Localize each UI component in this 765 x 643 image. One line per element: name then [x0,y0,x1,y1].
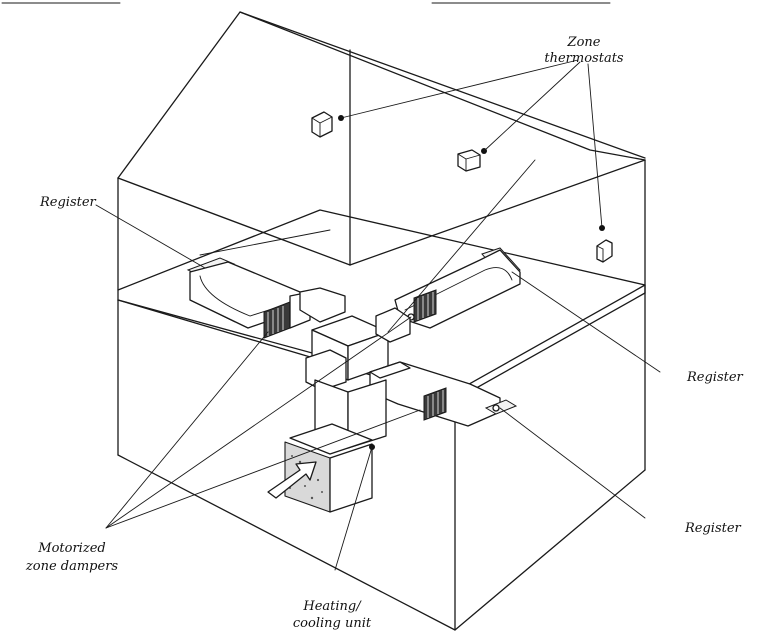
label-register-right-lower: Register [684,521,742,536]
right-lower-damper [423,387,447,421]
thermostat-right [596,225,613,263]
airflow-arrow [267,461,317,499]
roof-line [117,11,646,179]
label-zone-thermostats-line2: thermostats [544,51,624,66]
heating-cooling-unit [267,423,375,513]
label-dampers-line1: Motorized [37,541,105,556]
roof-ridge [239,11,646,159]
ground-base [117,454,646,631]
right-upper-damper [413,289,437,323]
label-zone-thermostats-line1: Zone [567,35,601,50]
thermostat-middle [457,148,487,172]
labels: Zone thermostats Register Register Regis… [25,35,744,631]
ductwork [186,247,521,449]
label-unit-line2: cooling unit [293,616,372,631]
thermostat-upper-left [311,111,344,138]
leader-lines [95,59,661,571]
label-unit-line1: Heating/ [302,599,362,614]
label-register-right-upper: Register [686,370,744,385]
label-register-left: Register [39,195,97,210]
label-dampers-line2: zone dampers [25,559,119,574]
